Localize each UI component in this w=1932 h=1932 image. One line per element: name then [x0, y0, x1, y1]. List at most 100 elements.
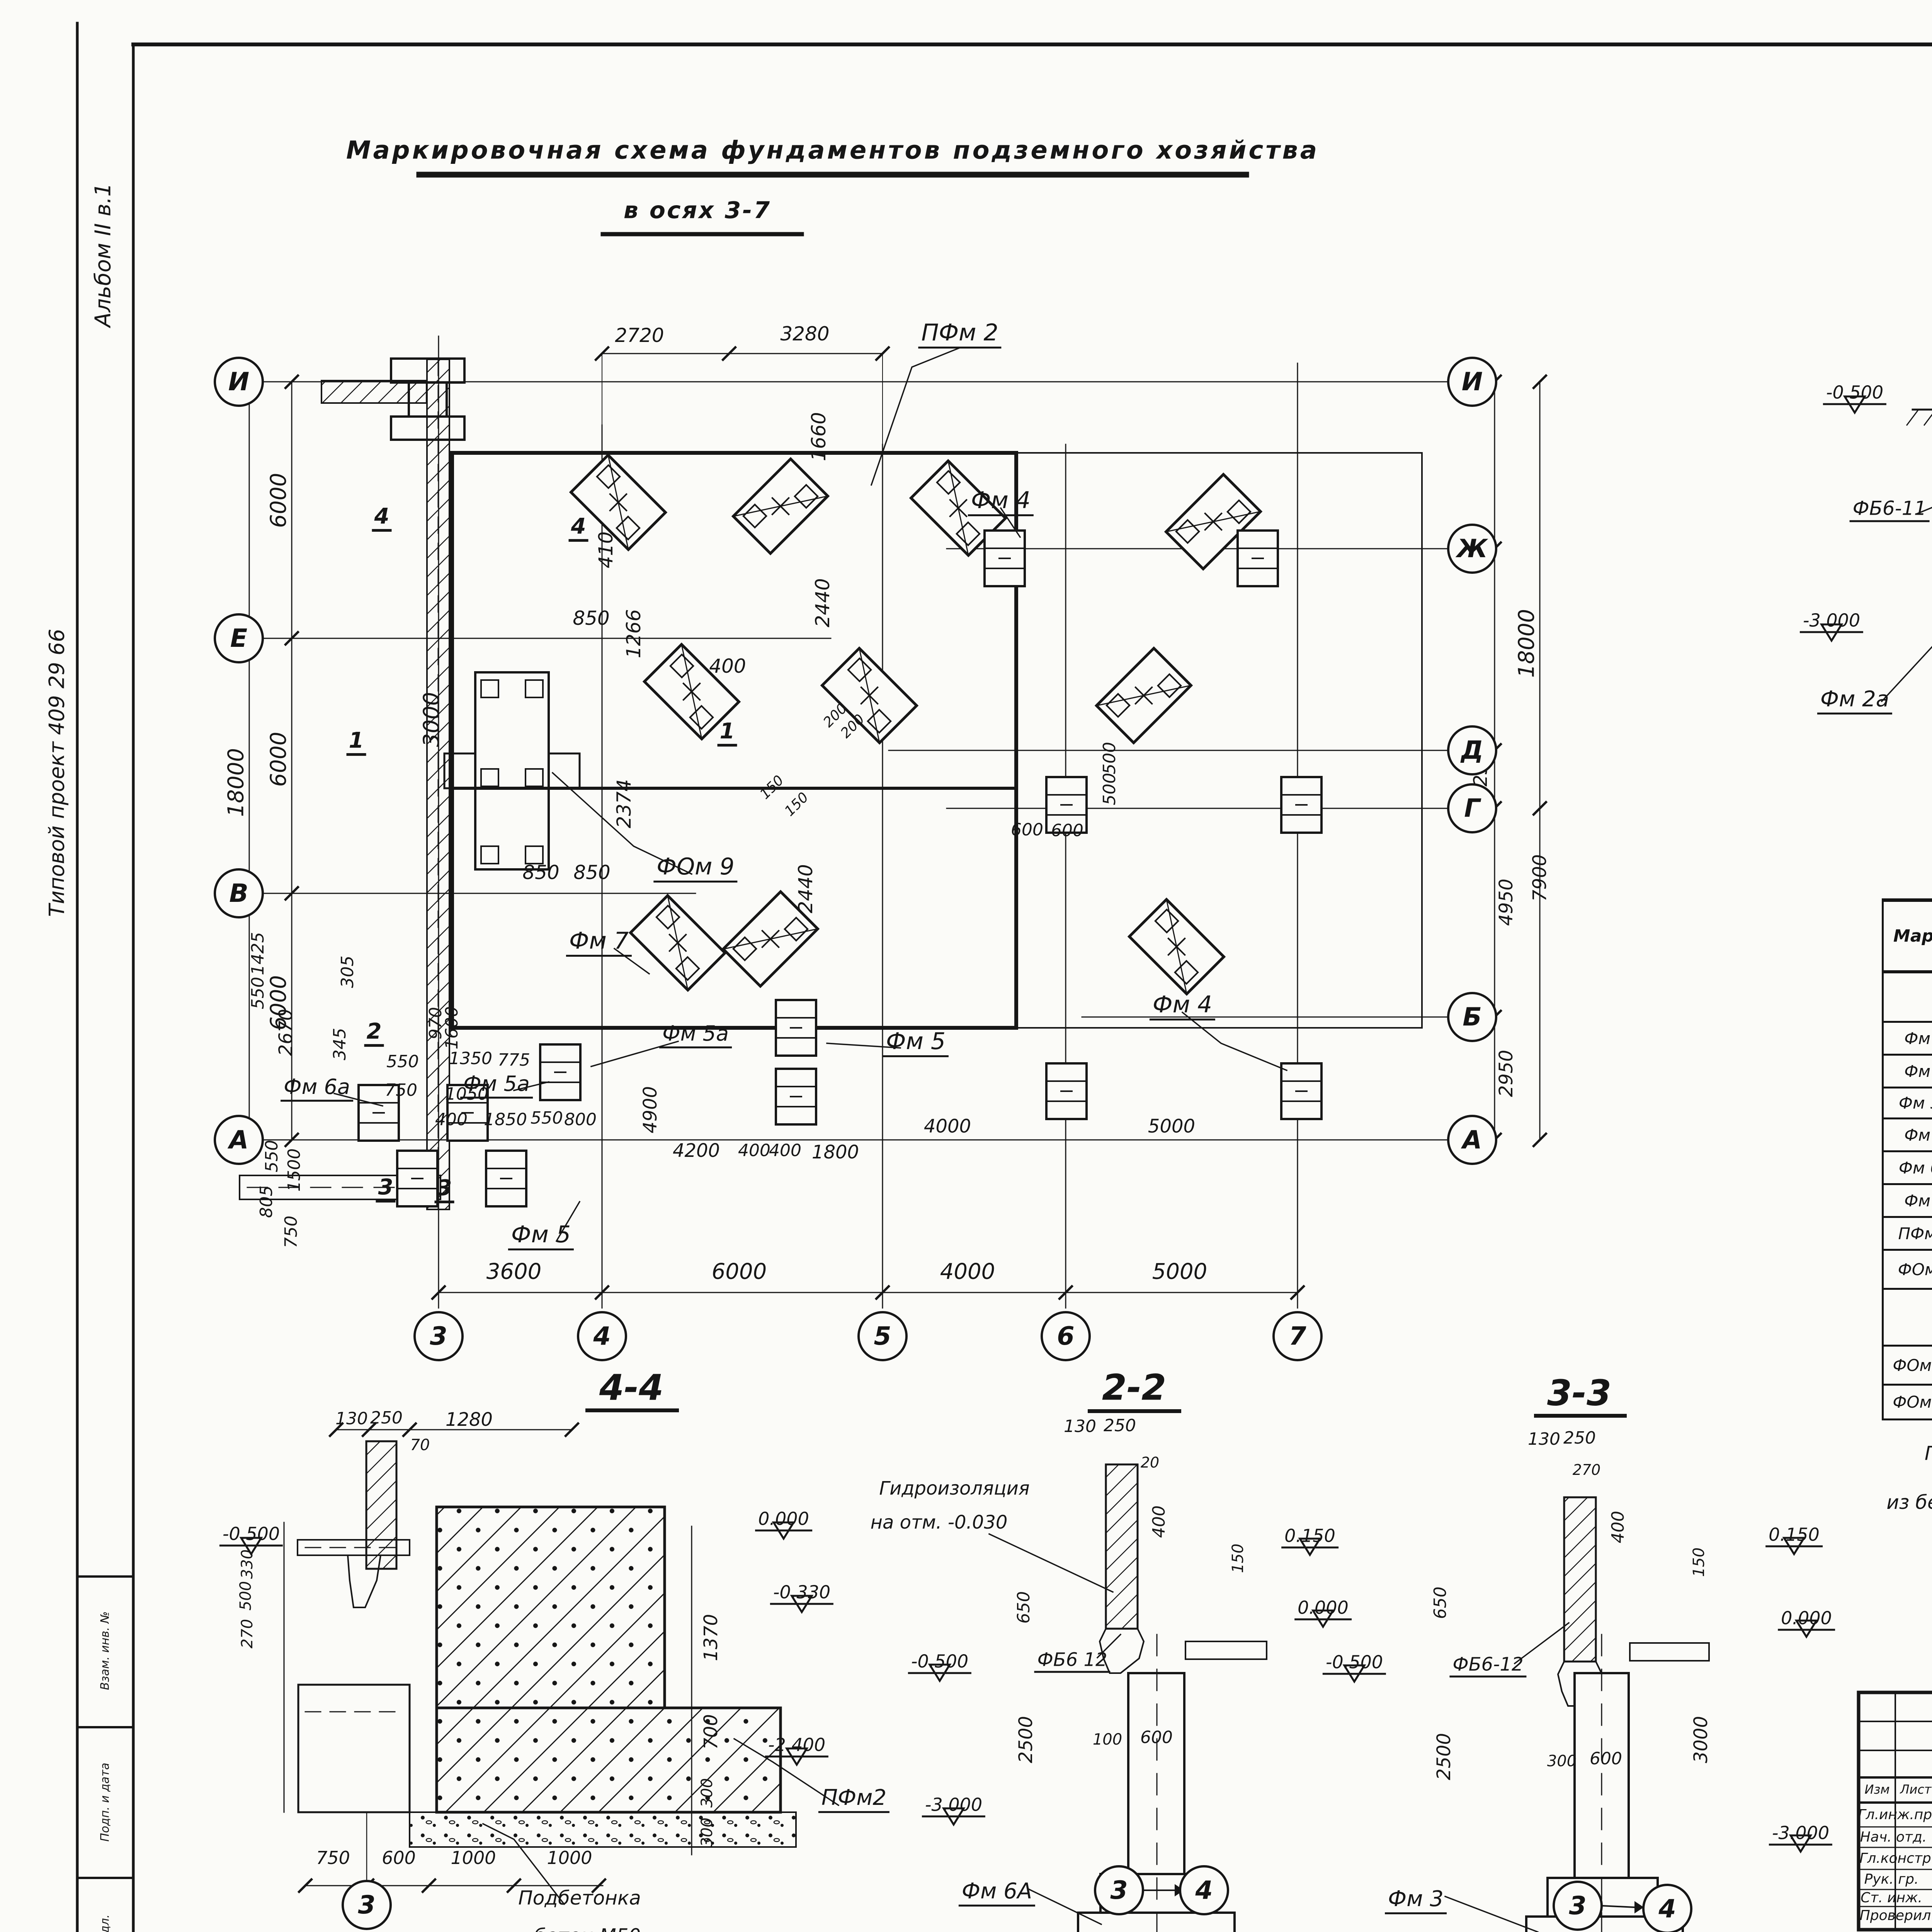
spec-cell: Фм 7: [1881, 1183, 1932, 1218]
spec-cell: ФОм 10: [1881, 1345, 1932, 1386]
dim-label: 500: [1099, 742, 1119, 774]
level-label: -0.500: [908, 1652, 972, 1674]
dim-label: 3600: [486, 1259, 542, 1284]
level-label: 0.000: [755, 1509, 812, 1532]
dim-label: 6000: [266, 473, 291, 528]
dim-label: 500: [237, 1581, 255, 1611]
dim-label: 305: [337, 956, 357, 988]
title-block-grid: [1857, 1690, 1932, 1932]
foundation-label: Фм 6а: [281, 1076, 353, 1102]
frame-stamp-label: Взам. инв. №: [98, 1611, 112, 1690]
dim-label: 1800: [811, 1141, 859, 1163]
dim-label: 130: [1064, 1416, 1096, 1436]
dim-label: 600: [1140, 1727, 1173, 1747]
dim-label: Нач. отд.: [1860, 1829, 1927, 1845]
dim-label: 6000: [711, 1259, 767, 1284]
dim-label: 250: [370, 1408, 403, 1428]
dim-label: 775: [498, 1050, 530, 1070]
spec-cell: ФОм 11: [1881, 1384, 1932, 1420]
dim-label: 70: [410, 1436, 430, 1454]
dim-label: 1660: [807, 412, 830, 461]
level-label: -0.330: [770, 1583, 834, 1605]
dim-label: 1000: [451, 1847, 496, 1868]
level-label: 0.150: [1765, 1525, 1823, 1548]
spec-row: Фм 5А„„ ФМ5А2: [1881, 1087, 1932, 1119]
section-4-4-title: 4-4: [599, 1367, 664, 1408]
level-label: -0.500: [219, 1524, 283, 1547]
section-2-2-title: 2-2: [1102, 1367, 1167, 1408]
dim-label: бетон М50: [534, 1926, 641, 1932]
column-circle: 7: [1272, 1311, 1323, 1361]
axis-circle: А: [214, 1115, 264, 1165]
section-mark: 4: [568, 515, 588, 542]
dim-label: 2440: [811, 578, 834, 628]
dim-label: 18000: [1514, 609, 1539, 678]
dim-label: 345: [330, 1028, 350, 1060]
spec-cell: Фм 6А: [1881, 1150, 1932, 1185]
dim-label: Рук. гр.: [1864, 1871, 1919, 1888]
level-label: -0.500: [1823, 383, 1887, 405]
column-circle: 4: [1179, 1865, 1229, 1915]
dim-label: 400: [1608, 1511, 1628, 1543]
dim-label: 2950: [1495, 1049, 1517, 1097]
section-1-1-drawing: [1821, 247, 1932, 702]
dim-label: 7900: [1529, 854, 1551, 902]
section-mark: 4: [372, 505, 392, 532]
column-circle: 3: [342, 1880, 392, 1930]
spec-cell: ПФм 2: [1881, 1216, 1932, 1251]
dim-label: на отм. -0.030: [870, 1511, 1008, 1533]
dim-label: 600: [382, 1847, 416, 1868]
axis-circle: И: [1447, 357, 1497, 407]
foundation-label: Фм 2а: [1817, 688, 1893, 714]
dim-label: 18000: [223, 748, 249, 817]
dim-label: 4900: [639, 1086, 661, 1134]
axis-circle: Ж: [1447, 524, 1497, 574]
dim-label: 250: [1104, 1415, 1136, 1435]
dim-label: 2500: [1433, 1733, 1455, 1781]
dim-label: 1370: [700, 1614, 722, 1662]
spec-row: Фм 7„„ ФМ71: [1881, 1183, 1932, 1218]
foundation-label: Фм 4: [968, 488, 1034, 516]
spec-table: Марка Обозначение Наименование кол. Прим…: [1881, 898, 1932, 1420]
dim-label: 100: [1092, 1731, 1122, 1748]
column-circle: 3: [1094, 1865, 1144, 1915]
dim-label: 5000: [1152, 1259, 1208, 1284]
spec-col-marka: Марка: [1881, 898, 1932, 973]
dim-label: 650: [1014, 1591, 1034, 1624]
level-label: -2.400: [765, 1735, 829, 1758]
spec-note-line1: Под фундаментной плитой выполнить бетонн…: [1871, 1443, 1932, 1484]
dim-label: 550: [262, 1140, 282, 1172]
foundation-label: ФБ6-12: [1449, 1655, 1527, 1678]
dim-label: 600: [1051, 820, 1083, 840]
dim-label: 1600: [442, 1006, 462, 1049]
level-label: -3.000: [922, 1795, 986, 1818]
spec-cell: Фм 5: [1881, 1054, 1932, 1088]
spec-row: Фм 6„„ ФМ61: [1881, 1117, 1932, 1152]
dim-label: 400: [709, 655, 746, 677]
dim-label: 600: [1590, 1748, 1622, 1769]
column-circle: 4: [1642, 1884, 1692, 1932]
plan-drawing: [239, 335, 1448, 1309]
column-circle: 3: [1553, 1881, 1603, 1931]
album-label: Альбом II в.1: [90, 183, 116, 327]
dim-label: 270: [1572, 1461, 1601, 1479]
dim-label: 850: [573, 861, 611, 884]
dim-label: 1050: [445, 1084, 488, 1104]
dim-label: 1266: [622, 609, 645, 658]
foundation-label: Фм 5: [508, 1223, 574, 1250]
dim-label: 1280: [445, 1408, 493, 1430]
column-circle: 6: [1041, 1311, 1091, 1361]
dim-label: 300: [698, 1778, 716, 1808]
dim-label: 550: [531, 1108, 563, 1128]
dim-label: 850: [573, 607, 610, 629]
foundation-label: ФБ6-11: [1849, 498, 1930, 522]
level-label: 0.000: [1294, 1598, 1352, 1621]
dim-label: 2374: [612, 779, 635, 828]
section-mark: 2: [364, 1020, 384, 1047]
axis-circle: И: [214, 357, 264, 407]
spec-cell: ФОм 9: [1881, 1249, 1932, 1290]
dim-label: 250: [1563, 1428, 1596, 1448]
dim-label: 550: [248, 977, 268, 1009]
dim-label: 3000: [419, 692, 444, 747]
project-label: Типовой проект 409 29 66: [44, 629, 69, 917]
